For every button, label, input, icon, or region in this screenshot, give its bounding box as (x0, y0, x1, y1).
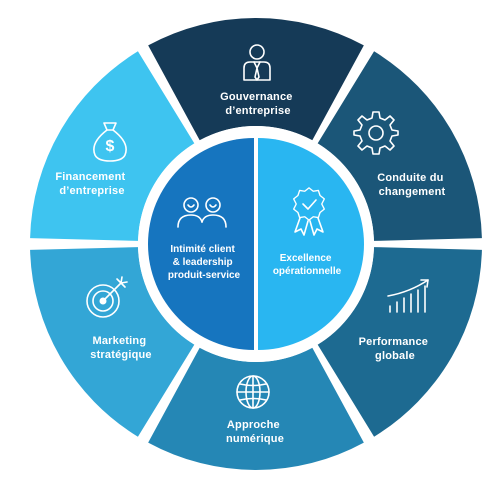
award-badge-icon (293, 187, 325, 236)
segment-gouvernance: Gouvernance d’entreprise (148, 18, 364, 141)
segment-approche: Approche numérique (148, 347, 364, 471)
segment-performance-label: Performance globale (359, 336, 432, 362)
center-right-shape (258, 138, 364, 350)
center-right-label: Excellence opérationnelle (273, 253, 342, 277)
segment-performance: Performance globale (317, 247, 482, 437)
segment-performance-shape (317, 247, 482, 437)
center-right: Excellence opérationnelle (258, 138, 364, 350)
segment-financement-shape (30, 51, 195, 241)
segment-financement: $ Financement d’entreprise (30, 51, 195, 241)
segment-conduite: Conduite du changement (317, 51, 482, 241)
segment-marketing-label: Marketing stratégique (90, 335, 152, 361)
center-left-shape (148, 138, 254, 350)
target-icon (86, 276, 128, 318)
segment-marketing-shape (30, 247, 195, 437)
segment-conduite-shape (317, 51, 482, 241)
gear-icon (353, 111, 399, 155)
segment-conduite-label: Conduite du changement (377, 172, 447, 198)
svg-text:$: $ (106, 138, 115, 155)
globe-icon (236, 375, 270, 409)
growth-chart-icon (387, 279, 429, 313)
businessman-icon (243, 44, 271, 81)
team-icon (177, 197, 227, 228)
segment-approche-shape (148, 347, 364, 471)
segment-gouvernance-label: Gouvernance d’entreprise (220, 91, 296, 117)
center-left: Intimité client & leadership produit-ser… (148, 138, 254, 350)
segment-marketing: Marketing stratégique (30, 247, 195, 437)
segment-approche-label: Approche numérique (226, 419, 284, 445)
money-bag-icon: $ (93, 122, 127, 162)
segment-financement-label: Financement d’entreprise (55, 171, 128, 197)
center-left-label: Intimité client & leadership produit-ser… (168, 244, 241, 281)
